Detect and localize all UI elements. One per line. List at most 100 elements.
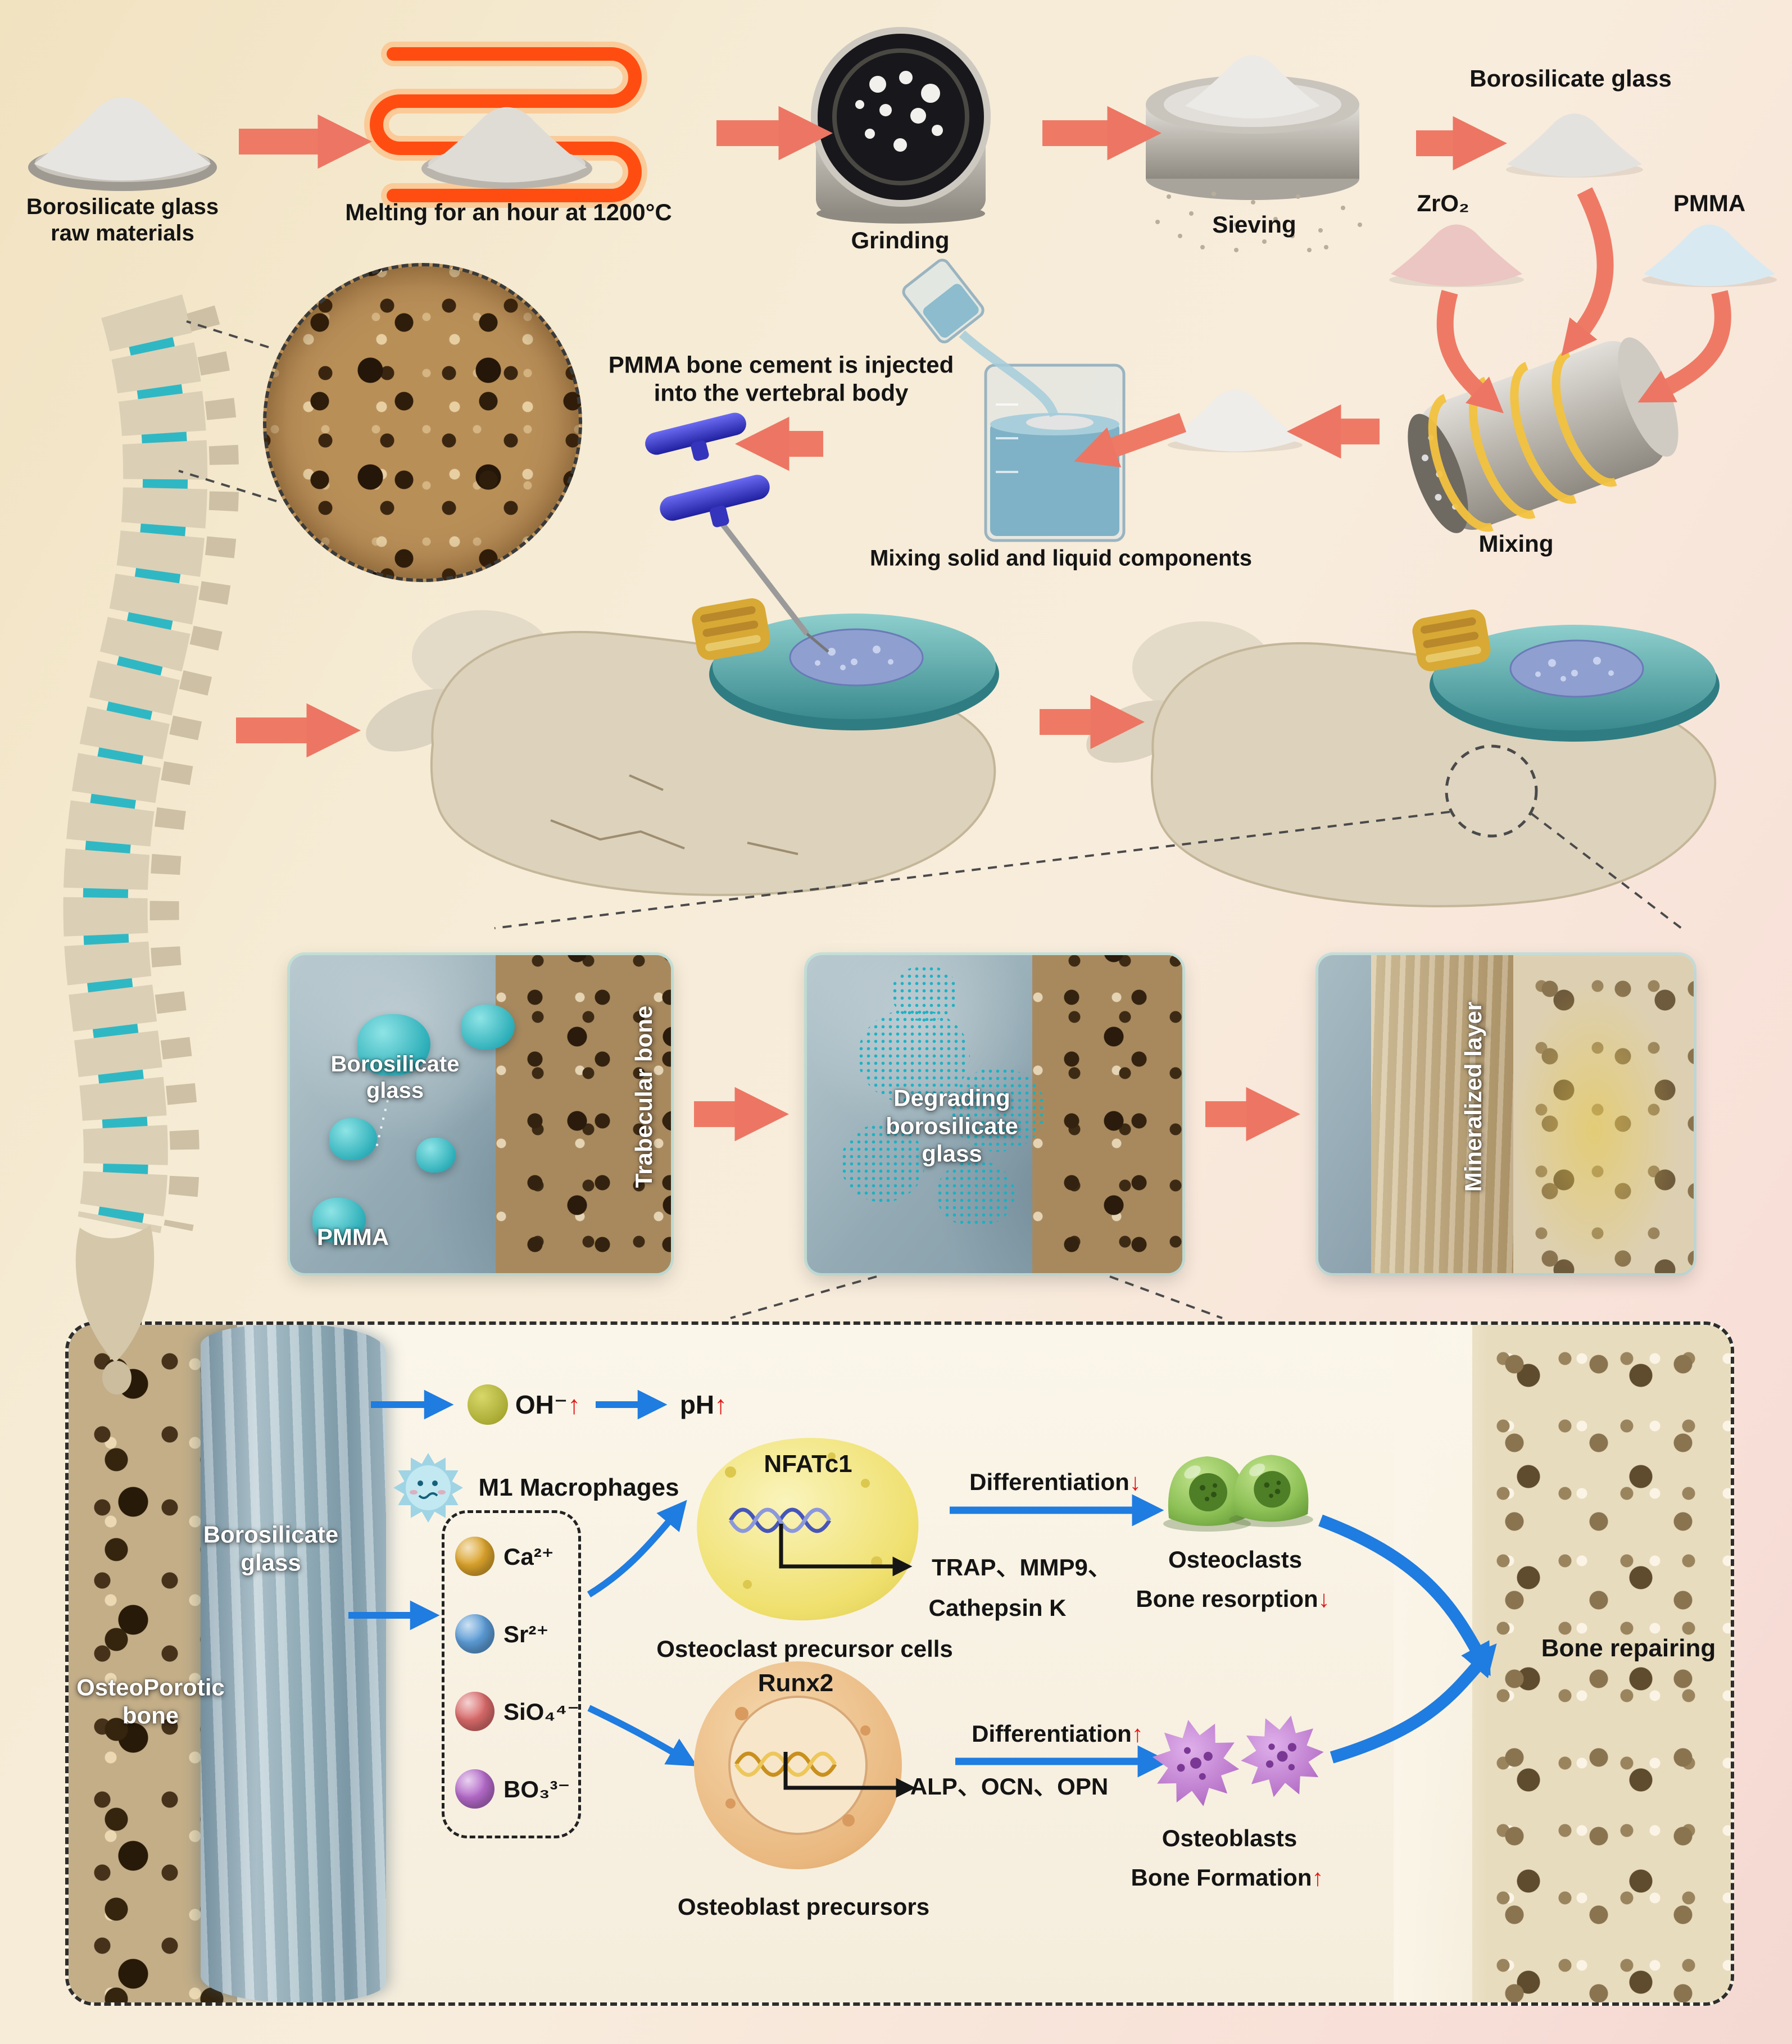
panel-degrading-glass (807, 955, 1182, 1273)
bone-resorption-label: Bone resorption↓ (1136, 1586, 1330, 1613)
pathway-arrows (348, 1389, 1497, 1778)
sr-ion-ball-icon (455, 1614, 494, 1654)
powder-pile-mixed (1168, 389, 1303, 452)
bone-repairing-label: Bone repairing (1541, 1634, 1716, 1663)
borosilicate-powder-label: Borosilicate glass (1469, 65, 1672, 92)
glass-particle-icon (416, 1138, 456, 1173)
beaker-icon (984, 364, 1126, 542)
powder-pile-borosilicate (1506, 113, 1643, 178)
panel1-pmma-label: PMMA (316, 1224, 389, 1251)
zoom-connector-lines (494, 811, 1682, 1319)
ca-ion-label: Ca²⁺ (503, 1543, 554, 1570)
mineralized-layer-texture (1371, 955, 1514, 1273)
mixing-label: Mixing (1478, 530, 1554, 557)
repaired-bone-texture (1472, 1325, 1731, 2002)
glass-particle-icon (357, 1014, 430, 1076)
bo3-ion-ball-icon (455, 1769, 494, 1809)
m1-macrophages-label: M1 Macrophages (478, 1474, 679, 1502)
syringe-icon (645, 412, 829, 653)
sio4-ion-ball-icon (455, 1692, 494, 1731)
bone-formation-label: Bone Formation↑ (1131, 1864, 1324, 1891)
pmma-label: PMMA (1673, 190, 1746, 217)
osteoblasts-label: Osteoblasts (1162, 1825, 1298, 1852)
ion-release-box (442, 1510, 581, 1838)
flow-arrows (236, 106, 1731, 1142)
vertebra-cracks (550, 774, 799, 855)
arrow-curved-icon (1318, 1514, 1491, 1677)
melting-coil-icon (364, 42, 647, 208)
vertebra-before-icon (356, 595, 1000, 896)
trabecular-bone-zoom-circle (263, 263, 582, 582)
glass-particle-icon (312, 1198, 366, 1243)
differentiation-up-label: Differentiation↑ (972, 1720, 1144, 1747)
box-bone-label: OsteoPorotic bone (76, 1674, 225, 1728)
degrading-glass-particles-icon (841, 1124, 925, 1202)
m1-macrophage-icon (393, 1453, 463, 1523)
zoom-connector-lines (178, 320, 277, 502)
osteoblasts-cells (1146, 1713, 1328, 1811)
panel3-label: Mineralized layer (1460, 1001, 1487, 1192)
arrow-curved-icon (1561, 187, 1614, 356)
panel-mineralized-layer (1318, 955, 1694, 1273)
sio4-ion-label: SiO₄⁴⁻ (503, 1698, 580, 1725)
glass-particle-icon (461, 1005, 515, 1050)
new-bone-texture (1513, 955, 1694, 1273)
oh-label: OH⁻↑ (515, 1389, 581, 1419)
degrading-glass-particles-icon (936, 1160, 1015, 1228)
bo3-ion-label: BO₃³⁻ (503, 1775, 570, 1802)
pmma-matrix-texture (1318, 955, 1378, 1273)
oh-ion-ball (468, 1384, 508, 1425)
osteoclast-markers-line1: TRAP、MMP9、 (932, 1554, 1112, 1581)
mixing-machine-icon (1408, 337, 1678, 533)
glass-particle-icon (329, 1118, 377, 1160)
dna-icon-nfatc1 (728, 1507, 832, 1533)
arrow-curved-icon (1637, 290, 1731, 403)
melting-label: Melting for an hour at 1200°C (345, 199, 672, 226)
spine-illustration (63, 294, 239, 1395)
osteoblast-precursor-cell (694, 1661, 916, 1869)
osteoblast-precursor-label: Osteoblast precursors (677, 1893, 930, 1920)
runx2-label: Runx2 (757, 1669, 834, 1697)
mixing-components-label: Mixing solid and liquid components (870, 546, 1252, 571)
osteoclasts-label: Osteoclasts (1168, 1546, 1303, 1573)
osteoclasts-cells (1163, 1455, 1313, 1532)
gene-expression-arrow-icon (779, 1524, 913, 1577)
box-glass-label: Borosilicate glass (203, 1521, 339, 1575)
injection-label: PMMA bone cement is injected into the ve… (608, 351, 954, 406)
degrading-glass-particles-icon (858, 1009, 970, 1104)
pouring-cup-icon (902, 258, 1059, 417)
osteoblast-markers-label: ALP、OCN、OPN (910, 1773, 1109, 1800)
panel1-trabecular-label: Trabecular bone (630, 1005, 657, 1188)
mechanism-box (65, 1321, 1734, 2006)
vertebra-after-icon (1077, 606, 1721, 907)
borosilicate-glass-layer-texture (201, 1325, 386, 2002)
panel2-label: Degrading borosilicate glass (886, 1084, 1018, 1167)
grinding-mill-icon (811, 27, 991, 224)
arrow-curved-icon (587, 1500, 687, 1598)
trabecular-bone-texture (496, 955, 671, 1273)
label-pointer-dots (375, 1100, 389, 1148)
grinding-label: Grinding (851, 227, 950, 254)
trabecular-bone-texture (1032, 955, 1182, 1273)
powder-pile-zro2 (1389, 224, 1524, 287)
panel-cement-interface (290, 955, 671, 1273)
zoom-circle-icon (1445, 744, 1538, 838)
zro2-label: ZrO₂ (1417, 190, 1469, 217)
raw-materials-dish-icon (28, 97, 217, 191)
osteoclast-markers-line2: Cathepsin K (928, 1595, 1067, 1621)
arrow-curved-icon (1436, 290, 1504, 414)
raw-materials-label: Borosilicate glass raw materials (26, 194, 219, 246)
sr-ion-label: Sr²⁺ (503, 1620, 549, 1647)
ca-ion-ball-icon (455, 1537, 494, 1576)
ion-row-sio4: SiO₄⁴⁻ (455, 1692, 579, 1731)
sieve-icon (1146, 55, 1362, 252)
differentiation-down-label: Differentiation↓ (969, 1469, 1141, 1496)
ion-row-bo3: BO₃³⁻ (455, 1769, 570, 1809)
nfatc1-label: NFATc1 (764, 1450, 852, 1478)
arrow-curved-icon (1330, 1643, 1497, 1764)
ion-row-ca: Ca²⁺ (455, 1537, 554, 1576)
ph-label: pH↑ (679, 1389, 728, 1419)
powder-pile-pmma (1642, 224, 1777, 287)
